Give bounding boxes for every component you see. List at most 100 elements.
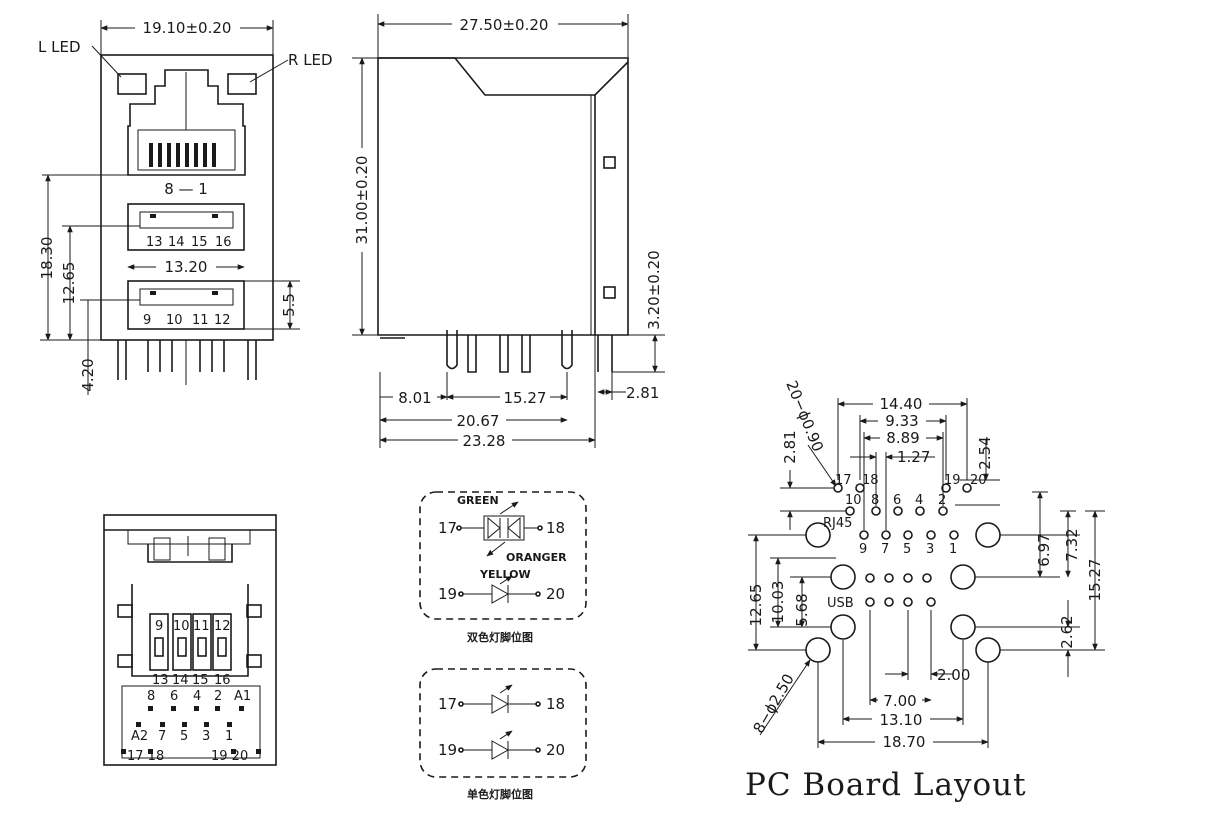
pcb-pin-6: 6 — [893, 493, 901, 508]
green-label: GREEN — [457, 494, 499, 507]
pcb-dim-8-89: 8.89 — [886, 429, 919, 447]
pcb-rj45-label: RJ45 — [823, 516, 852, 531]
usb-pin-slots — [149, 613, 232, 671]
pcb-layout: 17 18 19 20 10 8 6 4 2 RJ45 9 7 5 3 1 US… — [745, 378, 1105, 803]
bottom-pin-10: 10 — [173, 619, 190, 634]
pcb-dim-18-70: 18.70 — [883, 733, 926, 751]
bottom-pin-14: 14 — [172, 673, 189, 688]
pcb-dim-13-10: 13.10 — [880, 711, 923, 729]
l-led-window — [117, 73, 147, 95]
pcb-pin-9: 9 — [859, 542, 867, 557]
rj-pin-markers — [136, 706, 244, 727]
side-pins — [380, 330, 613, 373]
pcb-pin-3: 3 — [926, 542, 934, 557]
bicolor-pin-17: 17 — [438, 519, 457, 537]
front-pins — [117, 340, 257, 385]
r-led-leader — [249, 59, 289, 83]
pcb-pin-10: 10 — [845, 493, 862, 508]
rj-pin-a1: A1 — [234, 689, 251, 704]
usb-bottom-pin-9: 9 — [143, 313, 151, 328]
rj45-port — [127, 69, 246, 176]
rj-pin-a2: A2 — [131, 729, 148, 744]
dim-5-5: 5.5 — [280, 293, 298, 317]
bicolor-pin-20: 20 — [546, 585, 565, 603]
pcb-dim-1-27: 1.27 — [897, 448, 930, 466]
yellow-label: YELLOW — [479, 568, 531, 581]
pcb-dim-7-32: 7.32 — [1063, 528, 1081, 561]
pcb-dim-15-27: 15.27 — [1086, 559, 1104, 602]
led-bicolor-diagram: GREEN ORANGER YELLOW 17 18 19 20 双色灯脚位图 — [419, 491, 587, 644]
single-caption: 单色灯脚位图 — [467, 787, 533, 801]
orange-label: ORANGER — [506, 551, 567, 564]
pcb-dim-12-65: 12.65 — [747, 584, 765, 627]
pcb-pin-5: 5 — [903, 542, 911, 557]
rj-pin-7: 7 — [158, 729, 166, 744]
bicolor-caption: 双色灯脚位图 — [467, 630, 533, 644]
r-led-label: R LED — [288, 51, 333, 69]
r-led-window — [227, 73, 257, 95]
pcb-dim-5-68: 5.68 — [793, 593, 811, 626]
pcb-dim-2-54: 2.54 — [976, 436, 994, 469]
pcb-dim-14-40: 14.40 — [880, 395, 923, 413]
side-view: 27.50±0.20 31.00±0.20 3.20±0.20 8.01 15.… — [352, 14, 665, 450]
pcb-pin-4: 4 — [915, 493, 923, 508]
led-pins-left: 17 18 — [127, 749, 164, 764]
pcb-dim-2-81: 2.81 — [781, 430, 799, 463]
front-width-dim: 19.10±0.20 — [143, 19, 232, 37]
latch-square-bottom — [603, 286, 616, 299]
rj-pin-5: 5 — [180, 729, 188, 744]
front-view: 8 — 1 13 14 15 16 9 10 11 12 — [38, 18, 333, 395]
rj45-pin-label: 8 — 1 — [164, 180, 208, 198]
l-led-label: L LED — [38, 38, 81, 56]
usb-top-pin-14: 14 — [168, 235, 185, 250]
pcb-dim-6-97: 6.97 — [1035, 533, 1053, 566]
pcb-pin-19: 19 — [944, 473, 961, 488]
single-pin-17: 17 — [438, 695, 457, 713]
rj-pin-6: 6 — [170, 689, 178, 704]
rj45-contacts — [149, 143, 216, 167]
pcb-dim-9-33: 9.33 — [885, 412, 918, 430]
latch-square-top — [603, 156, 616, 169]
bottom-pin-13: 13 — [152, 673, 169, 688]
bottom-view: 9 10 11 12 13 14 15 16 8 6 4 2 A1 A2 7 5… — [103, 514, 277, 766]
dim-8-01: 8.01 — [398, 389, 431, 407]
front-body-outline — [100, 54, 274, 341]
usb-port-top: 13 14 15 16 — [127, 203, 245, 251]
pcb-small-holes — [833, 483, 972, 607]
usb-bottom-pin-11: 11 — [192, 313, 209, 328]
rj-pin-4: 4 — [193, 689, 201, 704]
usb-bottom-pin-10: 10 — [166, 313, 183, 328]
dim-20-67: 20.67 — [457, 412, 500, 430]
led-single-diagram: 17 18 19 20 单色灯脚位图 — [419, 668, 587, 801]
bottom-body-outline — [103, 514, 277, 766]
bottom-pin-12: 12 — [214, 619, 231, 634]
single-pin-20: 20 — [546, 741, 565, 759]
side-width-dim: 27.50±0.20 — [460, 16, 549, 34]
pcb-pin-8: 8 — [871, 493, 879, 508]
bottom-pin-15: 15 — [192, 673, 209, 688]
bottom-pin-16: 16 — [214, 673, 231, 688]
pcb-hole-large-dim: 8−ϕ2.50 — [750, 671, 798, 737]
pcb-pin-2: 2 — [938, 493, 946, 508]
bicolor-pin-18: 18 — [546, 519, 565, 537]
usb-top-pin-15: 15 — [191, 235, 208, 250]
rj-pin-3: 3 — [202, 729, 210, 744]
dim-12-65: 12.65 — [60, 262, 78, 305]
pcb-dim-7-00: 7.00 — [883, 692, 916, 710]
l-led-leader — [91, 45, 122, 78]
bottom-pin-9: 9 — [155, 619, 163, 634]
side-height-dim: 31.00±0.20 — [353, 156, 371, 245]
usb-width-dim: 13.20 — [165, 258, 208, 276]
usb-top-pin-16: 16 — [215, 235, 232, 250]
dim-2-81: 2.81 — [626, 384, 659, 402]
pcb-pin-18: 18 — [862, 473, 879, 488]
pin-height-dim: 3.20±0.20 — [645, 250, 663, 329]
led-pins-right: 19 20 — [211, 749, 248, 764]
bottom-pin-11: 11 — [193, 619, 210, 634]
pcb-dim-2-62: 2.62 — [1058, 615, 1076, 648]
pcb-title: PC Board Layout — [745, 767, 1027, 803]
dim-18-30: 18.30 — [38, 237, 56, 280]
pcb-dim-10-03: 10.03 — [769, 581, 787, 624]
usb-port-bottom: 9 10 11 12 — [127, 280, 245, 330]
